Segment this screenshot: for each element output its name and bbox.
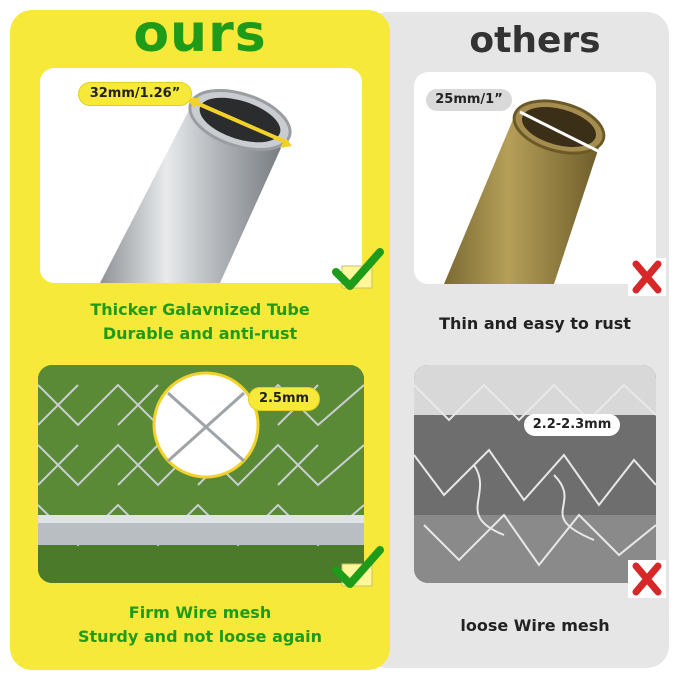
others-mesh-cross-icon <box>628 560 666 602</box>
ours-tube-caption-line2: Durable and anti-rust <box>102 324 298 343</box>
ours-mesh-caption-line1: Firm Wire mesh <box>128 603 272 622</box>
ours-title: ours <box>133 4 267 64</box>
ours-mesh-caption-line2: Sturdy and not loose again <box>77 627 323 646</box>
others-mesh-caption: loose Wire mesh <box>460 616 610 635</box>
others-tube-cross-icon <box>628 258 666 300</box>
others-tube-image <box>414 72 656 284</box>
ours-mesh-check-icon <box>332 542 384 598</box>
ours-mesh-wire-label: 2.5mm <box>248 387 320 411</box>
ours-tube-check-icon <box>332 244 384 300</box>
others-title: others <box>469 20 601 61</box>
others-tube-diameter-label: 25mm/1” <box>426 89 512 111</box>
others-tube-caption: Thin and easy to rust <box>439 314 631 333</box>
ours-tube-caption-line1: Thicker Galavnized Tube <box>90 300 310 319</box>
others-mesh-image <box>414 365 656 583</box>
others-mesh-wire-label: 2.2-2.3mm <box>524 414 620 436</box>
ours-tube-diameter-label: 32mm/1.26” <box>78 82 192 106</box>
